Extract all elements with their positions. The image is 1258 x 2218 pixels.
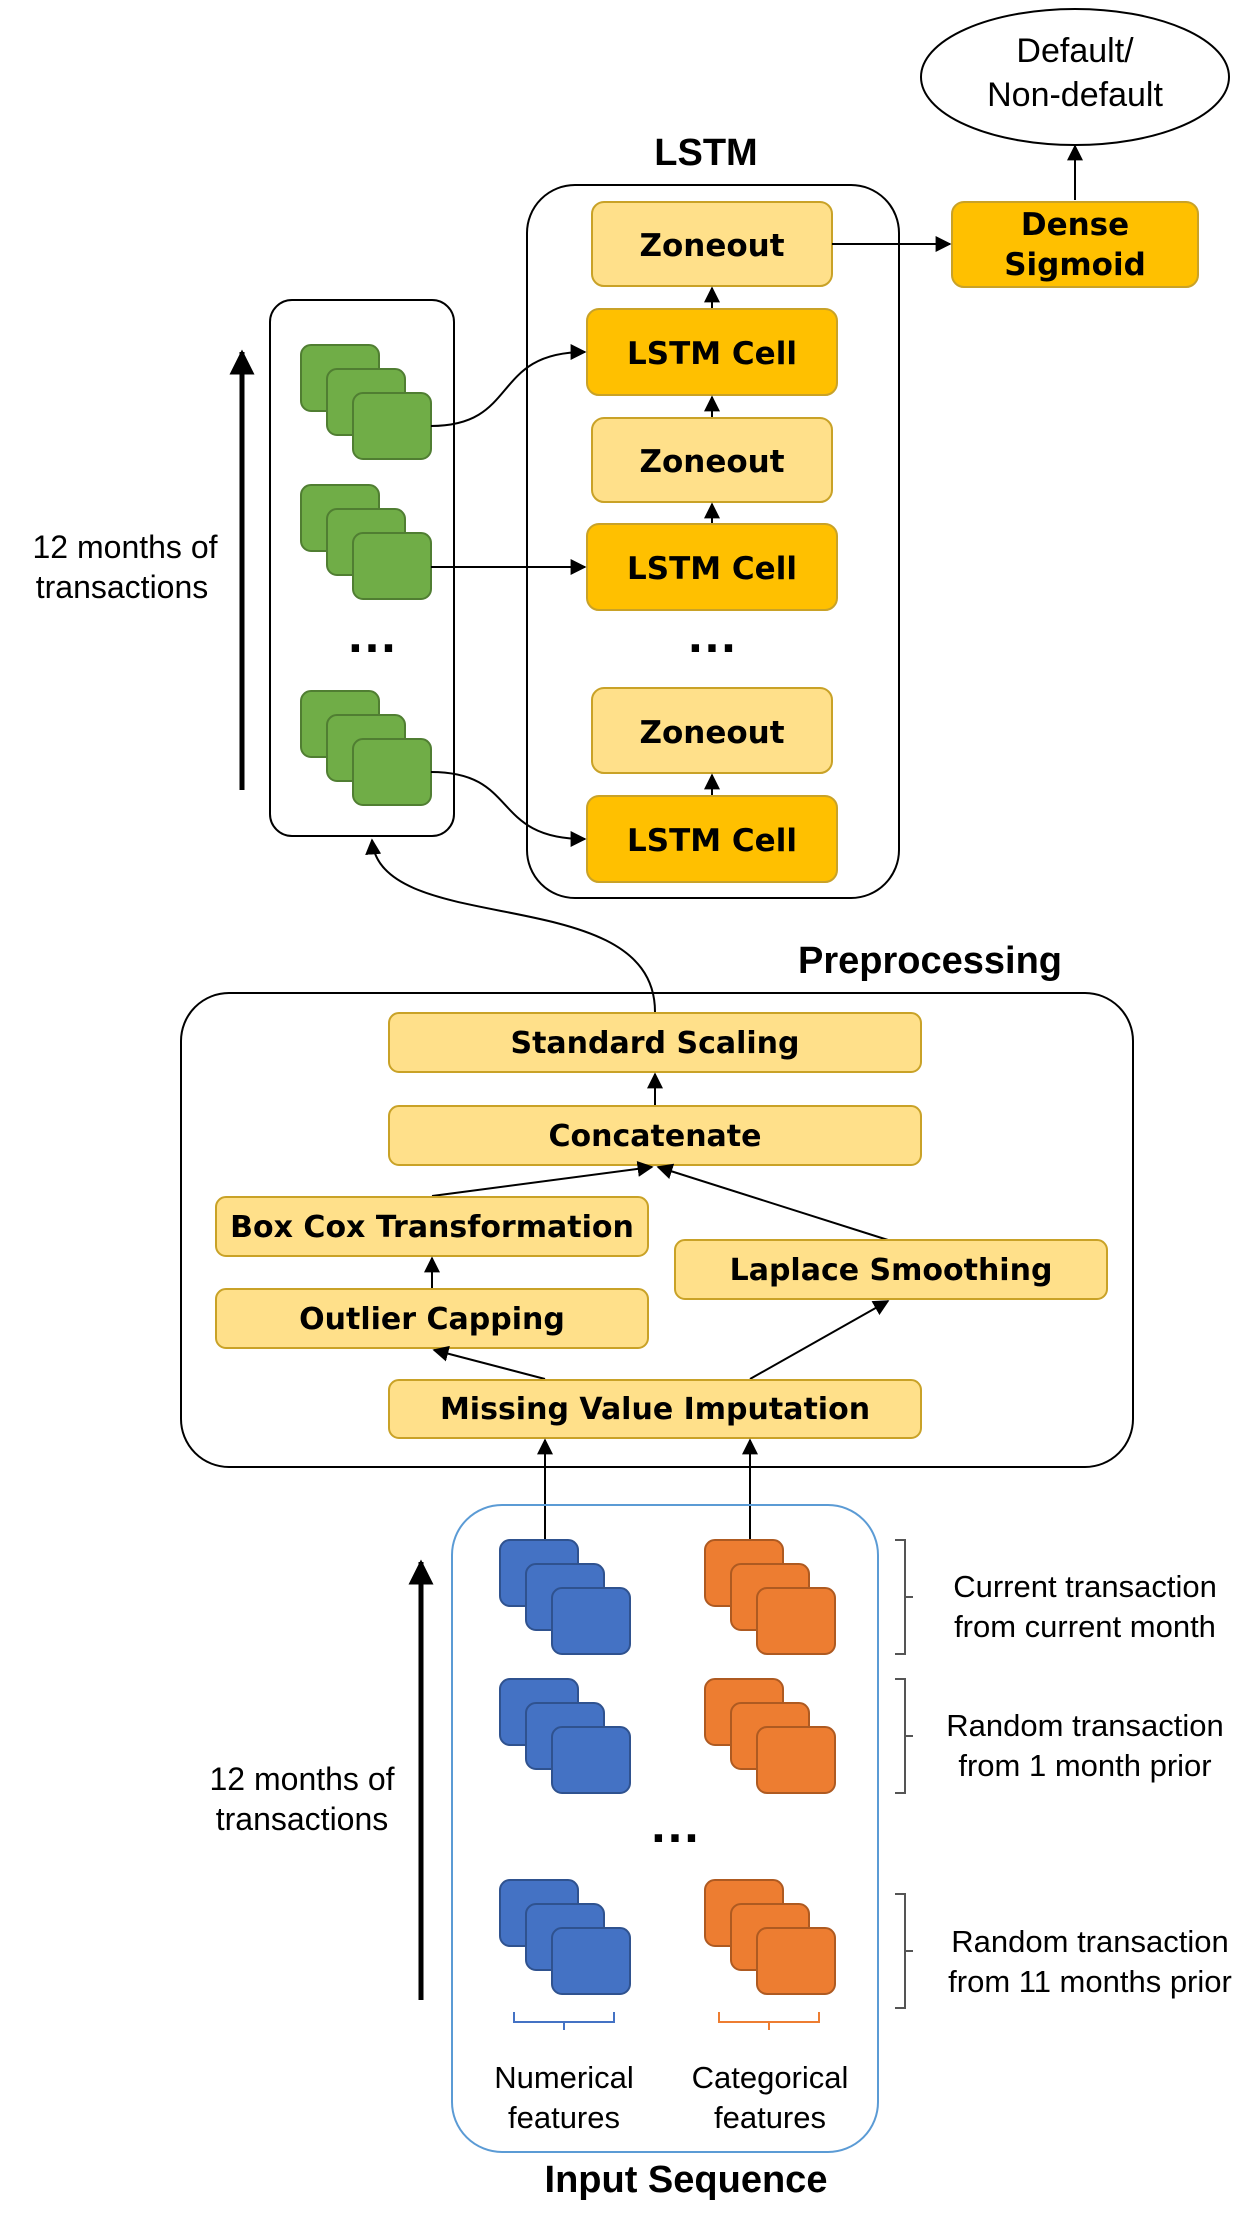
- categorical-feature-stack-3: [704, 1879, 836, 1995]
- standard-scaling-label: Standard Scaling: [510, 1026, 799, 1061]
- categorical-feature-stack-1: [704, 1539, 836, 1655]
- standard-scaling-box: [388, 1012, 922, 1073]
- arrow-stack3-to-cell3: [430, 771, 587, 847]
- categorical-features-line2: features: [714, 2100, 826, 2135]
- row-2-label-line2: from 1 month prior: [958, 1748, 1211, 1783]
- zoneout-box-2: [591, 417, 833, 503]
- concatenate-label: Concatenate: [549, 1119, 762, 1154]
- lstm-container: [526, 184, 900, 899]
- box-cox-label: Box Cox Transformation: [230, 1210, 634, 1245]
- lstm-cell-box-2: [586, 523, 838, 611]
- categorical-features-line1: Categorical: [692, 2060, 849, 2095]
- box-cox-box: [215, 1196, 649, 1257]
- arrow-imputation-to-outlier: [432, 1345, 546, 1380]
- numerical-features-line1: Numerical: [494, 2060, 634, 2095]
- numerical-feature-stack-2: [499, 1678, 631, 1794]
- arrow-preprocessing-to-sequence: [365, 838, 656, 1013]
- preprocessing-container: [180, 992, 1134, 1468]
- dense-sigmoid-box: [951, 201, 1199, 288]
- concatenate-box: [388, 1105, 922, 1166]
- numerical-brace: [513, 2012, 615, 2030]
- lstm-cell-box-1: [586, 308, 838, 396]
- zoneout-box-3: [591, 687, 833, 774]
- preprocessing-title: Preprocessing: [798, 940, 1062, 982]
- green-feature-stack-1: [300, 344, 432, 460]
- brace-row-3: [895, 1893, 913, 2009]
- dense-label: Dense: [1021, 207, 1129, 243]
- row-1-label-line2: from current month: [954, 1609, 1216, 1644]
- row-3-label-line2: from 11 months prior: [948, 1964, 1232, 1999]
- outlier-capping-label: Outlier Capping: [299, 1302, 565, 1337]
- arrow-boxcox-to-concat: [431, 1160, 654, 1197]
- lstm-cell-box-3: [586, 795, 838, 883]
- row-3-label-line1: Random transaction: [951, 1924, 1228, 1959]
- lstm-cell-label-1: LSTM Cell: [627, 336, 797, 372]
- months-label-lower-line1: 12 months of: [210, 1761, 395, 1797]
- categorical-feature-stack-2: [704, 1678, 836, 1794]
- outlier-capping-box: [215, 1288, 649, 1349]
- brace-row-1: [895, 1539, 913, 1655]
- sigmoid-label: Sigmoid: [1004, 247, 1146, 283]
- output-label-line1: Default/: [1016, 32, 1134, 70]
- arrow-imputation-to-laplace: [749, 1300, 890, 1380]
- input-ellipsis: …: [649, 1796, 701, 1854]
- arrow-stack1-to-cell1: [430, 344, 587, 427]
- numerical-features-line2: features: [508, 2100, 620, 2135]
- sequence-ellipsis: …: [346, 606, 398, 664]
- missing-value-imputation-label: Missing Value Imputation: [440, 1392, 870, 1427]
- brace-row-2: [895, 1678, 913, 1794]
- arrow-laplace-to-concat: [656, 1163, 889, 1241]
- zoneout-label-2: Zoneout: [639, 444, 784, 480]
- input-sequence-container: [451, 1504, 879, 2153]
- months-label-lower-line2: transactions: [216, 1801, 389, 1837]
- laplace-smoothing-label: Laplace Smoothing: [730, 1253, 1053, 1288]
- laplace-smoothing-box: [674, 1239, 1108, 1300]
- green-feature-stack-3: [300, 690, 432, 806]
- numerical-feature-stack-1: [499, 1539, 631, 1655]
- row-2-label-line1: Random transaction: [946, 1708, 1223, 1743]
- lstm-ellipsis: …: [686, 606, 738, 664]
- lstm-cell-label-3: LSTM Cell: [627, 823, 797, 859]
- months-label-upper-line2: transactions: [36, 569, 209, 605]
- row-1-label-line1: Current transaction: [953, 1569, 1217, 1604]
- input-sequence-title: Input Sequence: [545, 2159, 828, 2201]
- output-label-line2: Non-default: [987, 76, 1163, 114]
- zoneout-label-1: Zoneout: [639, 228, 784, 264]
- zoneout-label-3: Zoneout: [639, 715, 784, 751]
- numerical-feature-stack-3: [499, 1879, 631, 1995]
- months-label-upper-line1: 12 months of: [33, 529, 218, 565]
- green-feature-stack-2: [300, 484, 432, 600]
- lstm-cell-label-2: LSTM Cell: [627, 551, 797, 587]
- missing-value-imputation-box: [388, 1379, 922, 1439]
- categorical-brace: [718, 2012, 820, 2030]
- lstm-title: LSTM: [654, 132, 757, 174]
